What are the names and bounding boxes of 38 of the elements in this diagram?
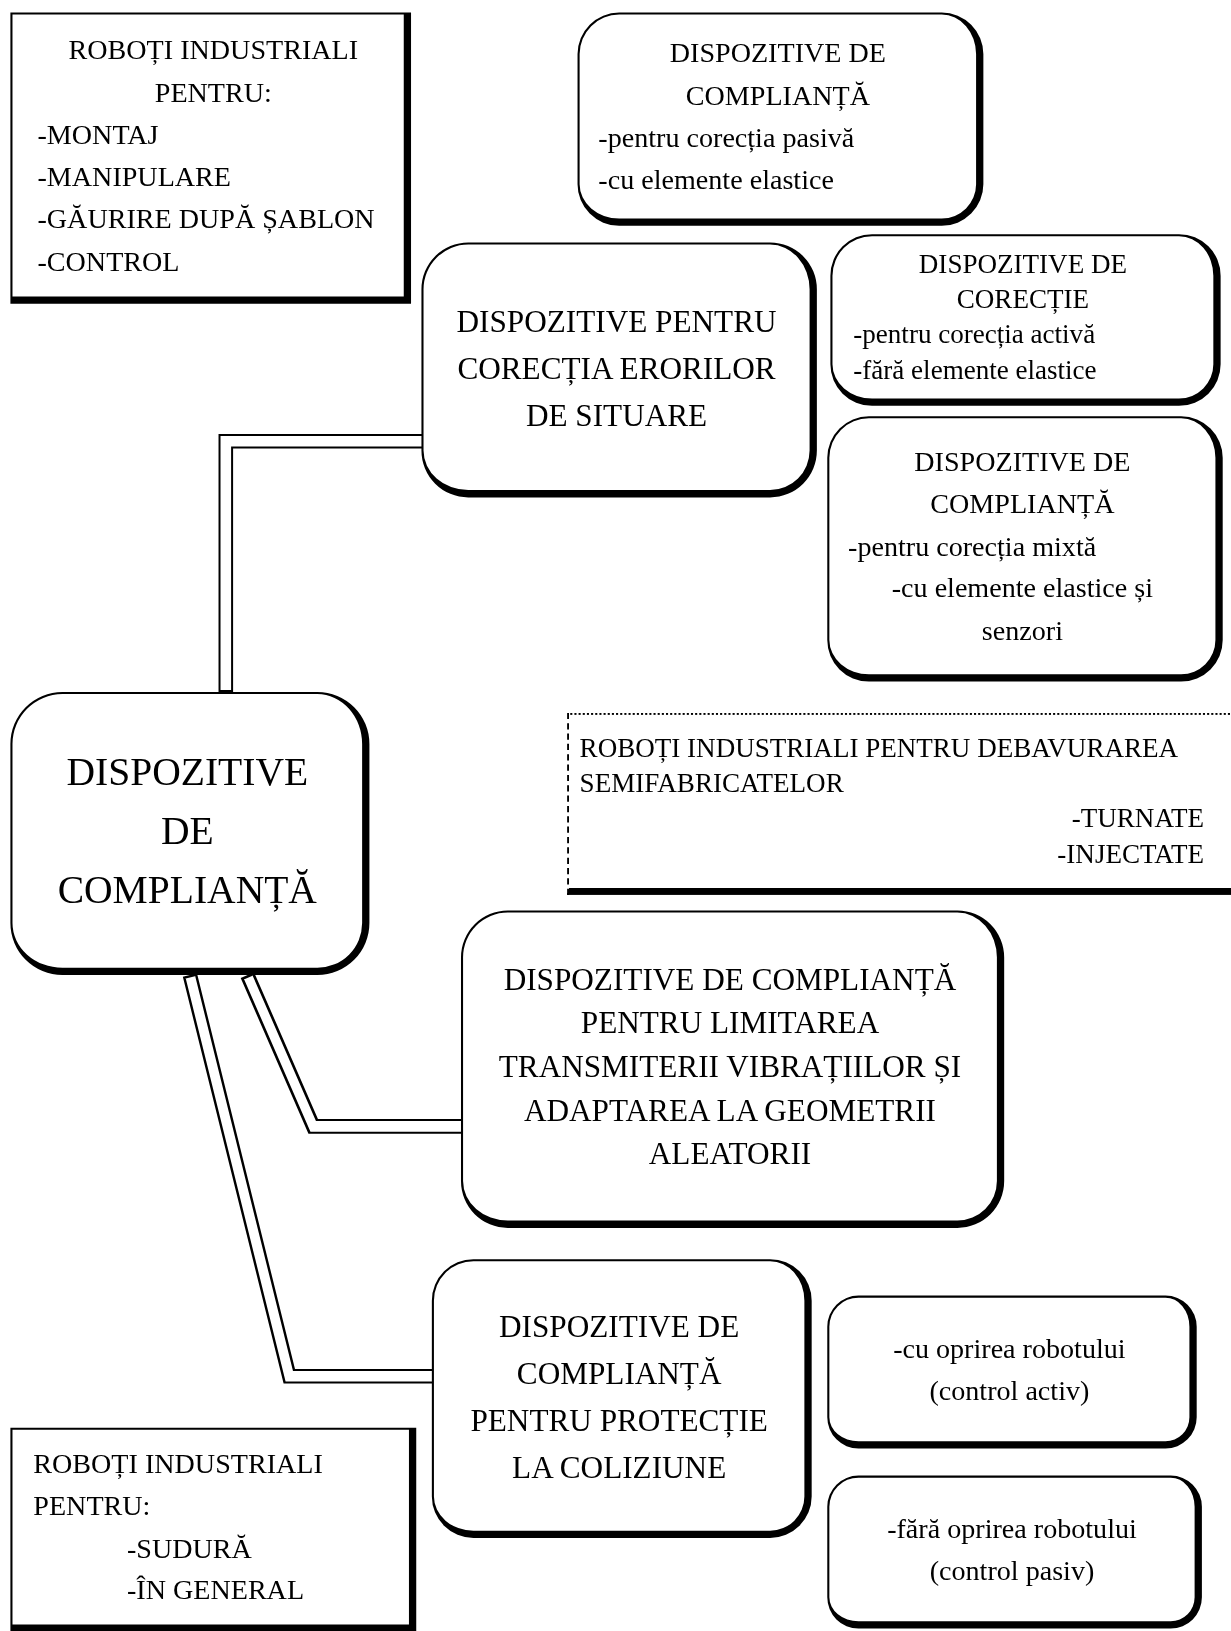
rounded-box — [10, 692, 370, 976]
list-item: -pentru corecția activă — [853, 318, 1097, 352]
list-item: -INJECTATE — [1056, 837, 1204, 871]
list-item: -cu elemente elastice — [598, 162, 835, 198]
text-box — [567, 712, 1231, 895]
box-heading: ROBOȚI INDUSTRIALI PENTRU: — [67, 33, 360, 110]
list-item: -pentru corecția mixtă — [848, 529, 1098, 564]
list-item: -TURNATE — [1070, 802, 1204, 836]
list-item: -ÎN GENERAL — [125, 1573, 306, 1608]
list-item: -fără elemente elastice — [853, 353, 1098, 387]
box-text: -cu oprirea robotului (control activ) — [892, 1331, 1127, 1408]
list-item: -pentru corecția pasivă — [598, 120, 856, 155]
rounded-box — [577, 12, 984, 226]
list-item: -CONTROL — [37, 244, 181, 279]
box-heading: DISPOZITIVE DE COMPLIANȚĂ — [913, 445, 1132, 522]
box-heading: DISPOZITIVE DE COMPLIANȚĂ — [668, 36, 887, 113]
rounded-box — [827, 1295, 1197, 1449]
box-text: DISPOZITIVE DE COMPLIANȚĂ — [56, 748, 318, 914]
box-text: DISPOZITIVE PENTRU CORECȚIA ERORILOR DE SITUARE — [455, 302, 778, 434]
text-box — [10, 1427, 417, 1631]
list-item: -GĂURIRE DUPĂ ȘABLON — [37, 201, 376, 237]
list-item: -cu elemente elastice și senzori — [890, 571, 1155, 648]
rounded-box — [461, 910, 1005, 1228]
rounded-box — [421, 242, 817, 498]
box-heading: ROBOȚI INDUSTRIALI PENTRU DEBAVURAREA SEMIFABRICATELOR — [579, 732, 1179, 801]
text-box — [10, 12, 412, 304]
list-item: -MONTAJ — [37, 117, 160, 152]
list-item: -MANIPULARE — [37, 159, 232, 194]
box-text: DISPOZITIVE DE COMPLIANȚĂ PENTRU LIMITAREA TRANSMITERII VIBRAȚIILOR ȘI ADAPTAREA LA GEOMETRII ALEATORII — [497, 960, 963, 1173]
box-text: DISPOZITIVE DE COMPLIANȚĂ PENTRU PROTECȚIE LA COLIZIUNE — [469, 1307, 769, 1486]
list-item: -SUDURĂ — [125, 1531, 253, 1566]
rounded-box — [827, 416, 1223, 682]
box-heading: ROBOȚI INDUSTRIALI PENTRU: — [33, 1447, 324, 1524]
box-text: -fără oprirea robotului (control pasiv) — [886, 1511, 1138, 1588]
rounded-box — [827, 1475, 1202, 1629]
rounded-box — [431, 1259, 812, 1538]
box-heading: DISPOZITIVE DE CORECȚIE — [917, 248, 1128, 317]
rounded-box — [830, 234, 1221, 406]
